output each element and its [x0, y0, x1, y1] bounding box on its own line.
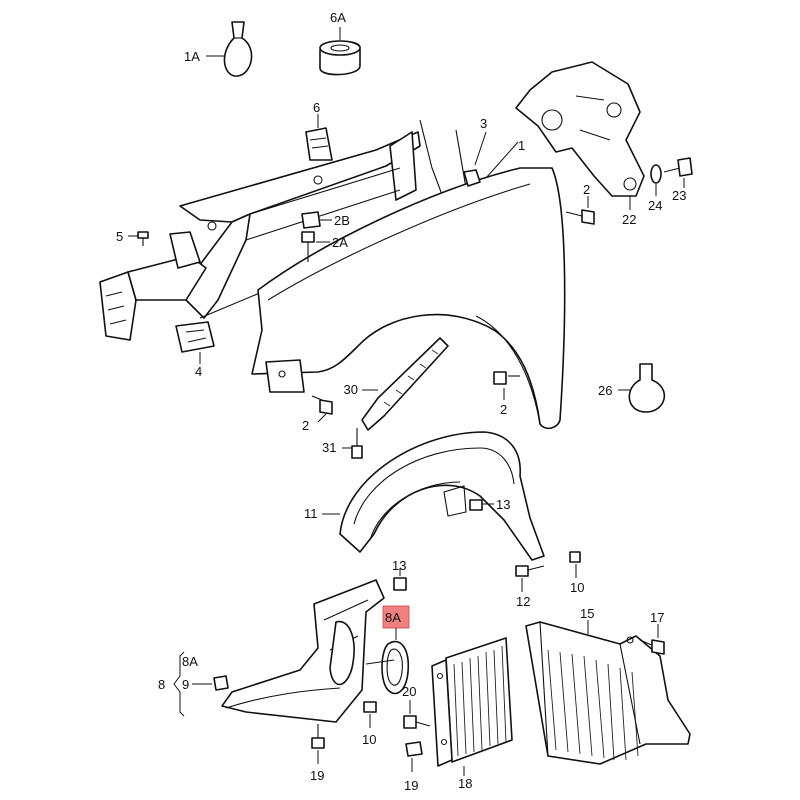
callout-15: 15: [580, 606, 594, 621]
part-30-seal-strip: [361, 337, 449, 431]
part-10-screw-top: [393, 577, 407, 591]
part-31-screw: [351, 428, 363, 459]
callout-2B: 2B: [334, 213, 350, 228]
part-8-air-guide: [221, 579, 385, 723]
part-18-radiator: [431, 637, 513, 767]
callout-24: 24: [648, 198, 662, 213]
part-5-screw: [137, 231, 149, 246]
part-20-screw: [403, 715, 431, 729]
part-26-sealant-pouch: [628, 363, 666, 413]
callout-10-bottom: 19: [310, 768, 324, 783]
part-1A-sealant-pouch: [223, 21, 253, 77]
callout-20: 20: [402, 684, 416, 699]
callout-6: 6: [313, 100, 320, 115]
part-22-mounting-plate: [515, 61, 645, 197]
callout-12: 10: [570, 580, 584, 595]
callout-8A-group: 8A: [182, 654, 198, 669]
callout-10-top: 13: [392, 558, 406, 573]
part-2-bolt-lower-left: [311, 395, 333, 415]
callout-4: 4: [195, 364, 202, 379]
callout-30: 30: [344, 382, 358, 397]
callout-13-upper: 13: [496, 497, 510, 512]
callout-8A: 8A: [385, 610, 401, 625]
callout-8: 8: [158, 677, 165, 692]
callout-11: 11: [304, 506, 318, 521]
part-2-bolt-lower-right: [493, 371, 520, 385]
part-9-nut: [213, 675, 229, 691]
callout-2A: 2A: [332, 235, 348, 250]
front-frame-structure: [99, 119, 467, 341]
part-2A-bolt: [301, 231, 315, 262]
callout-2-lower-right: 2: [500, 402, 507, 417]
part-13-screw-upper: [469, 499, 483, 511]
part-2-bolt-upper: [565, 209, 595, 225]
part-1-fender: [251, 167, 566, 430]
part-10-screw-bottom: [311, 724, 325, 749]
part-13-screw-lower: [515, 565, 545, 577]
callout-1A: 1A: [184, 49, 200, 64]
part-17-bolt: [639, 639, 665, 655]
part-12-clip: [569, 551, 581, 563]
callout-23: 23: [672, 188, 686, 203]
part-6A-tape-roll: [319, 40, 361, 76]
part-2B-nut: [301, 211, 321, 229]
callout-17: 17: [650, 610, 664, 625]
part-23-bolt: [663, 157, 693, 177]
callout-2-upper: 2: [583, 182, 590, 197]
part-15-shroud: [525, 621, 691, 765]
callout-6A: 6A: [330, 10, 346, 25]
part-6-clip: [305, 127, 333, 161]
part-8A-seal: [381, 640, 410, 695]
callout-19: 19: [404, 778, 418, 793]
part-10-screw-mid: [363, 701, 377, 713]
part-3-nut: [463, 169, 481, 187]
callout-26: 26: [598, 383, 612, 398]
callout-9: 9: [182, 677, 189, 692]
callout-18: 18: [458, 776, 472, 791]
callout-10-mid: 10: [362, 732, 376, 747]
part-11-wheel-housing-liner: [339, 431, 545, 561]
callout-1: 1: [518, 138, 525, 153]
callout-2-lower-left: 2: [302, 418, 309, 433]
callout-group-8-bracket: [173, 651, 185, 717]
callout-13-lower: 12: [516, 594, 530, 609]
part-4-bracket: [175, 321, 215, 353]
part-24-washer: [650, 164, 662, 184]
callout-31: 31: [322, 440, 336, 455]
part-19-clip: [405, 741, 423, 757]
callout-22: 22: [622, 212, 636, 227]
callout-5: 5: [116, 229, 123, 244]
callout-3: 3: [480, 116, 487, 131]
